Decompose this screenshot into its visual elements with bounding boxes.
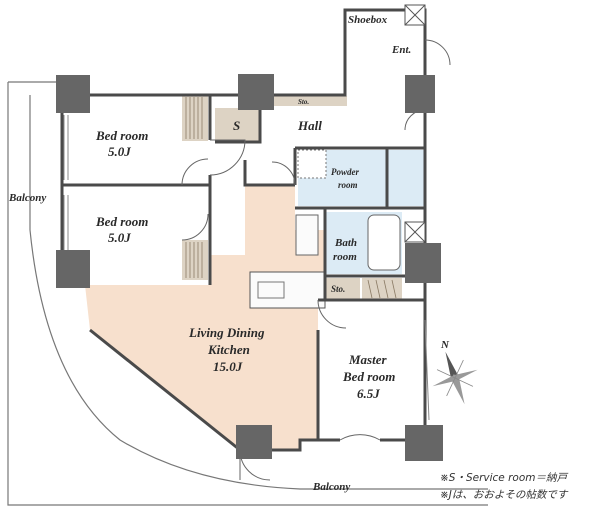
storage-top-label: Sto. bbox=[298, 98, 309, 106]
storage-top-box bbox=[265, 96, 347, 106]
ldk-label-2: Kitchen bbox=[207, 342, 250, 357]
bath-room-label-2: room bbox=[333, 251, 357, 263]
master-size: 6.5J bbox=[357, 386, 380, 401]
shafts bbox=[404, 4, 426, 243]
shoebox-area bbox=[346, 10, 404, 28]
master-label-2: Bed room bbox=[342, 369, 395, 384]
service-room-label: S bbox=[233, 118, 240, 133]
closet-hatching bbox=[185, 97, 397, 299]
bedroom1-size: 5.0J bbox=[108, 144, 131, 159]
room-labels: Bed room 5.0J Bed room 5.0J S Sto. Hall … bbox=[8, 14, 411, 493]
note-jo-approx: ※Jは、おおよその帖数です bbox=[440, 489, 568, 501]
toilet-room bbox=[388, 150, 426, 206]
bedroom2-size: 5.0J bbox=[108, 230, 131, 245]
windows bbox=[63, 115, 430, 421]
compass-rose: N bbox=[432, 339, 478, 405]
compass-north-label: N bbox=[440, 339, 450, 351]
washer-box bbox=[297, 149, 327, 179]
ldk-size: 15.0J bbox=[213, 359, 243, 374]
bath-room-label-1: Bath bbox=[334, 237, 357, 249]
balcony-left-label: Balcony bbox=[8, 192, 46, 204]
service-room bbox=[215, 108, 260, 142]
master-label-1: Master bbox=[348, 352, 388, 367]
kitchen-counter bbox=[249, 271, 326, 309]
storage-mid-box bbox=[326, 278, 360, 300]
powder-room-label-1: Powder bbox=[331, 167, 359, 177]
ldk-label-1: Living Dining bbox=[188, 325, 265, 340]
stove-top bbox=[295, 214, 319, 256]
powder-room-label-2: room bbox=[338, 180, 358, 190]
storage-mid-label: Sto. bbox=[331, 284, 345, 294]
ldk-floor bbox=[85, 185, 325, 450]
entrance-label: Ent. bbox=[391, 44, 411, 56]
bedroom1-name: Bed room bbox=[95, 128, 148, 143]
door-swings bbox=[181, 39, 451, 481]
shoebox-label: Shoebox bbox=[348, 14, 388, 26]
kitchen-sink bbox=[257, 281, 285, 299]
bathtub bbox=[367, 214, 401, 271]
hall-label: Hall bbox=[297, 118, 322, 133]
balcony-outline bbox=[7, 81, 488, 506]
balcony-bottom-label: Balcony bbox=[312, 481, 350, 493]
bedroom2-name: Bed room bbox=[95, 214, 148, 229]
closet-master bbox=[362, 278, 402, 300]
note-service-room: ※S・Service room＝納戸 bbox=[440, 472, 567, 484]
